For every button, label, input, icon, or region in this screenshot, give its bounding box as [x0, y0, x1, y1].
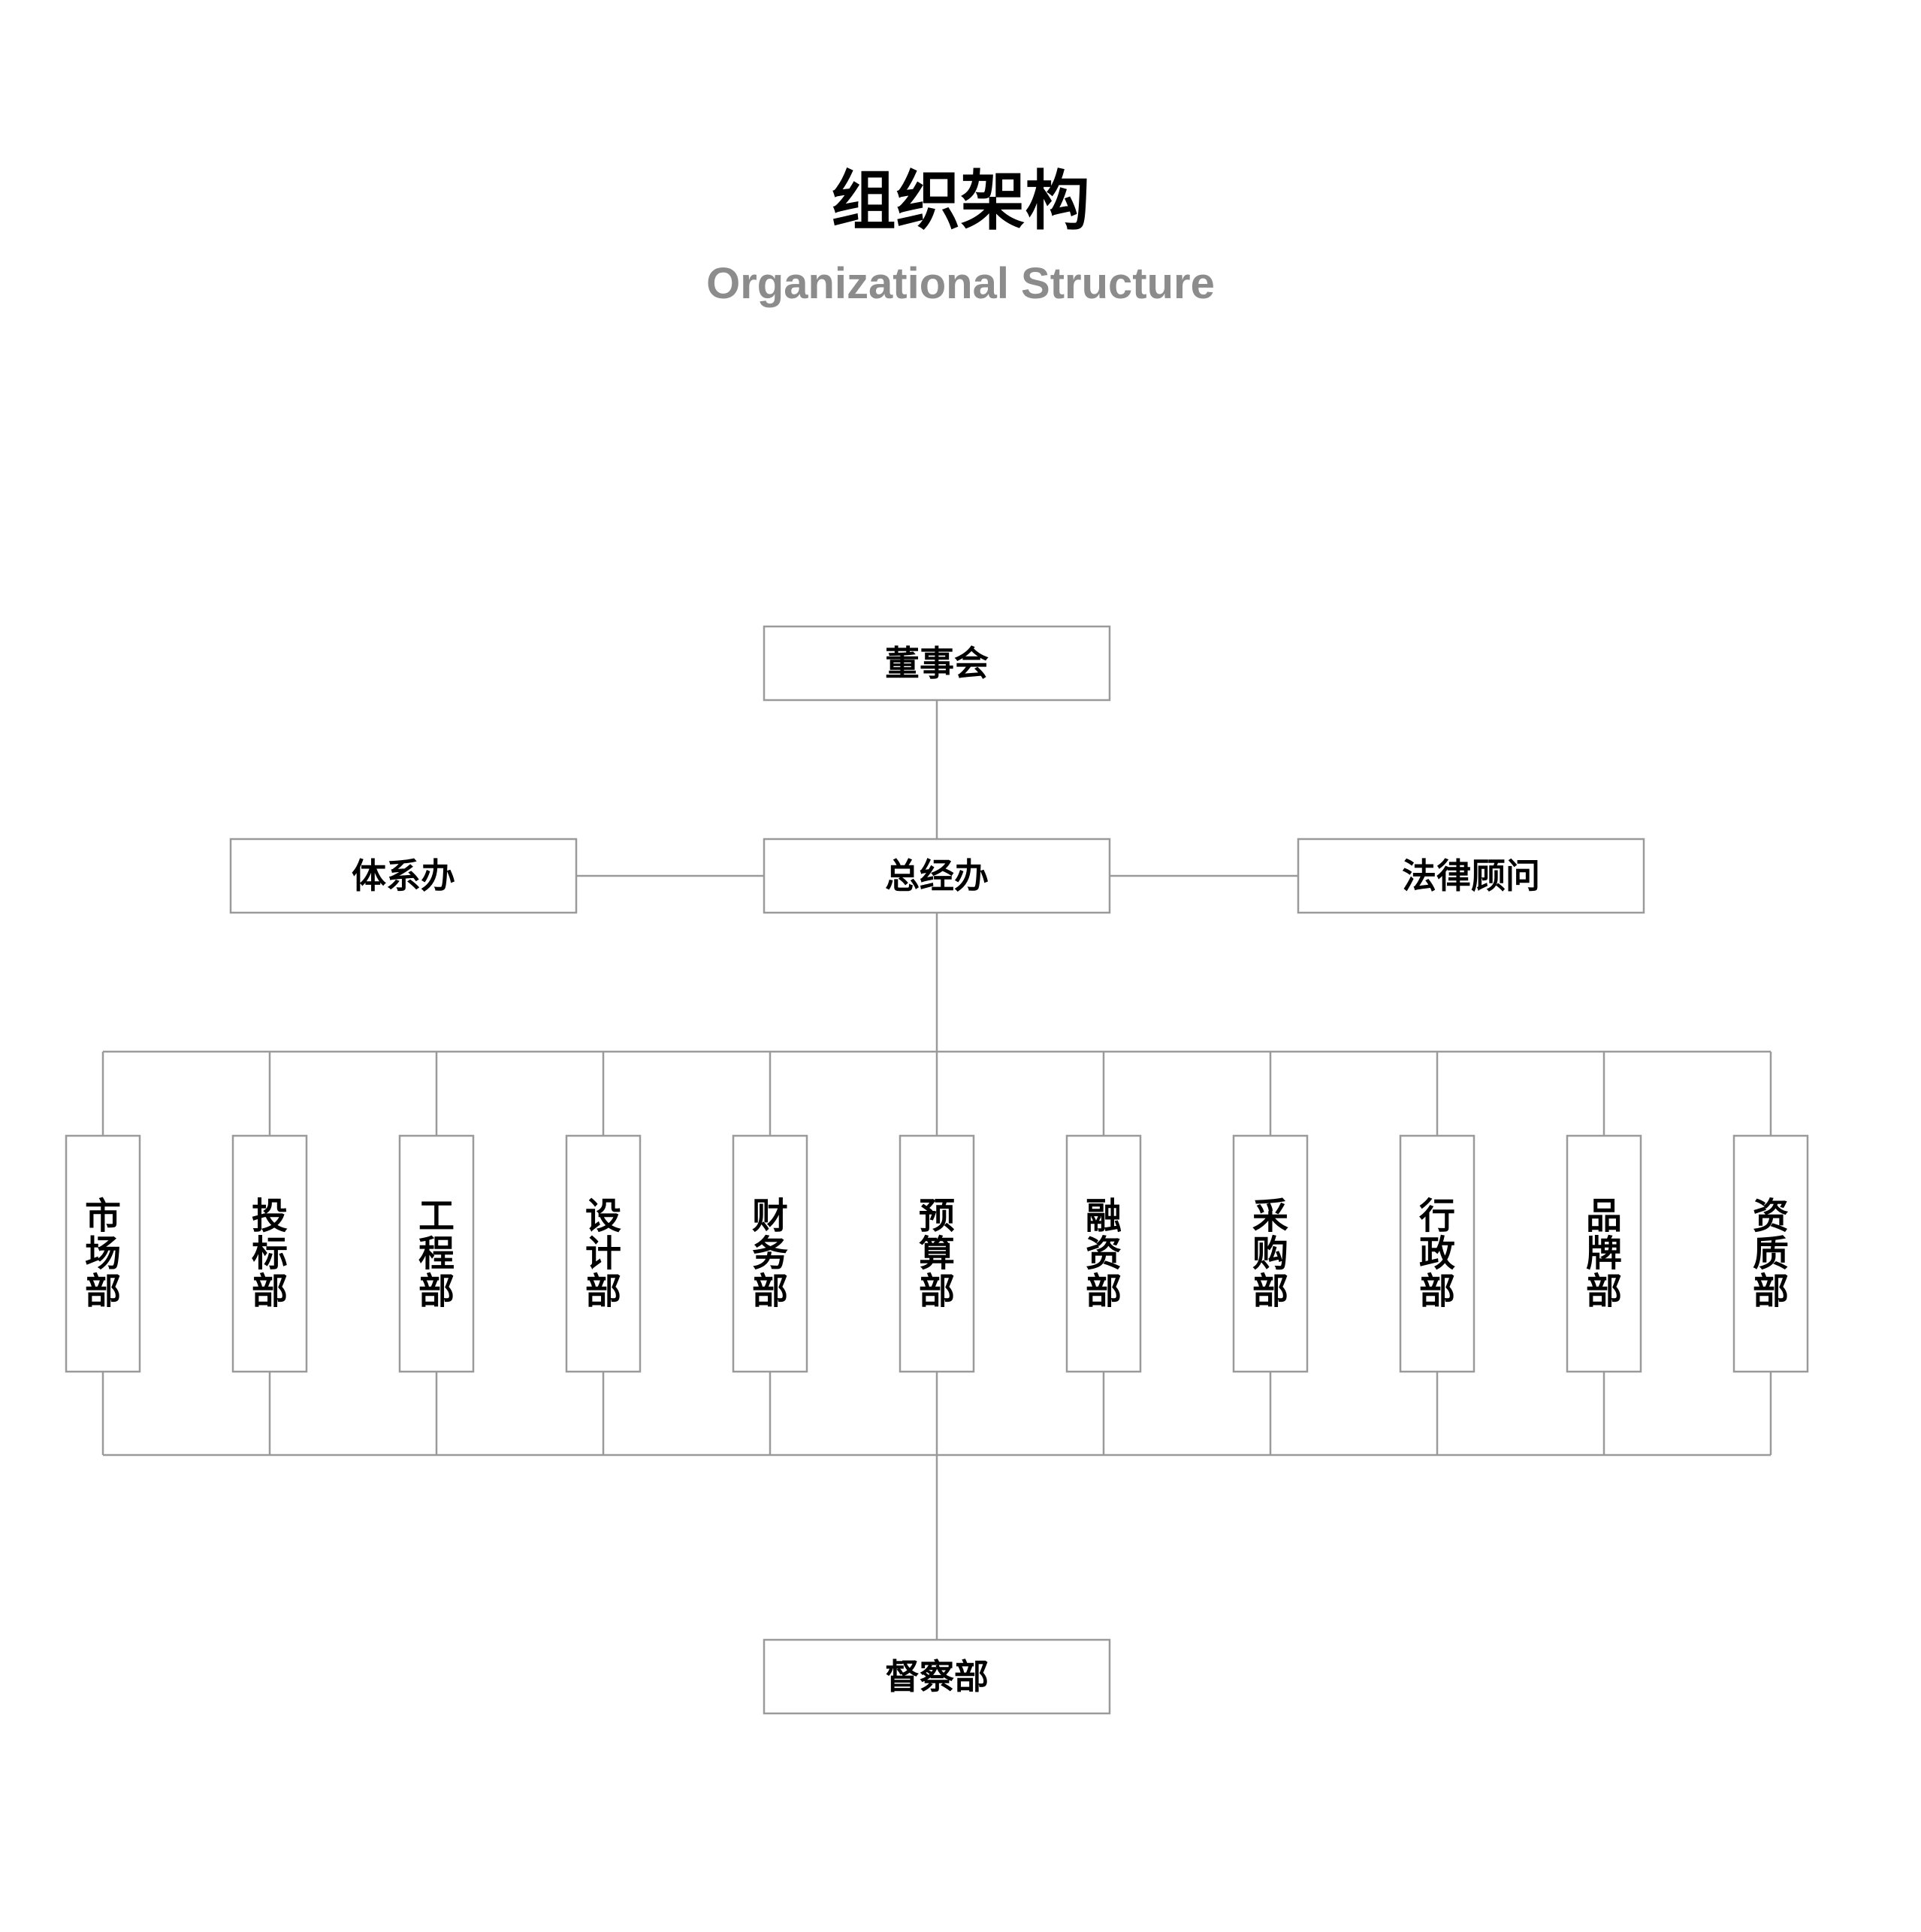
node-board: 董事会	[763, 625, 1111, 702]
node-dept-box	[65, 1134, 141, 1373]
node-dept-box	[899, 1134, 975, 1373]
node-dept: 设计部	[565, 1134, 642, 1373]
node-dept-box	[565, 1134, 642, 1373]
node-dept-label-char: 市	[85, 1195, 121, 1237]
node-dept-label-char: 部	[85, 1270, 121, 1312]
node-dept-box	[1566, 1134, 1642, 1373]
node-dept: 市场部	[65, 1134, 141, 1373]
node-dept-box	[732, 1134, 808, 1373]
diagram-title: 组织架构	[831, 164, 1090, 239]
node-dept-label-char: 购	[1252, 1233, 1288, 1275]
node-dept: 财务部	[732, 1134, 808, 1373]
node-right-staff-label: 法律顾问	[1402, 856, 1540, 896]
node-dept-box	[1732, 1134, 1809, 1373]
node-dept-box	[231, 1134, 308, 1373]
node-board-box	[763, 625, 1111, 702]
node-dept-label-char: 投	[252, 1195, 288, 1237]
node-dept-label-char: 牌	[1586, 1233, 1622, 1275]
node-dept-label-char: 部	[1252, 1270, 1288, 1312]
node-dept-label-char: 财	[752, 1195, 788, 1237]
node-dept-label-char: 算	[919, 1233, 955, 1275]
node-dept-label-char: 政	[1419, 1233, 1455, 1275]
node-dept-label-char: 标	[252, 1233, 288, 1275]
node-office-label: 总经办	[885, 856, 989, 896]
node-dept-box	[1399, 1134, 1475, 1373]
node-dept-label-char: 部	[919, 1270, 955, 1312]
node-office: 总经办	[763, 838, 1111, 914]
node-dept: 预算部	[899, 1134, 975, 1373]
node-right-staff-box	[1297, 838, 1645, 914]
node-dept: 融资部	[1065, 1134, 1142, 1373]
node-dept-label-char: 采	[1252, 1195, 1288, 1237]
diagram-subtitle: Organizational Structure	[706, 259, 1215, 308]
node-dept-label-char: 务	[752, 1233, 788, 1275]
node-dept-label-char: 预	[919, 1195, 955, 1237]
node-dept: 投标部	[231, 1134, 308, 1373]
node-dept-label-char: 部	[752, 1270, 788, 1312]
node-dept-label-char: 部	[1419, 1270, 1455, 1312]
node-dept: 工程部	[398, 1134, 475, 1373]
node-dept-label-char: 部	[418, 1270, 455, 1312]
node-dept: 采购部	[1232, 1134, 1309, 1373]
node-dept-label-char: 质	[1753, 1233, 1789, 1275]
node-dept-label-char: 工	[418, 1195, 455, 1237]
node-dept-label-char: 部	[585, 1270, 621, 1312]
node-dept-label-char: 资	[1086, 1233, 1122, 1275]
node-dept: 品牌部	[1566, 1134, 1642, 1373]
node-dept-label-char: 部	[252, 1270, 288, 1312]
node-dept-label-char: 部	[1586, 1270, 1622, 1312]
node-dept-box	[398, 1134, 475, 1373]
node-supervision-box	[763, 1638, 1111, 1715]
node-office-box	[763, 838, 1111, 914]
node-supervision-label: 督察部	[885, 1656, 989, 1697]
node-dept: 行政部	[1399, 1134, 1475, 1373]
node-supervision: 督察部	[763, 1638, 1111, 1715]
node-dept-box	[1065, 1134, 1142, 1373]
node-dept: 资质部	[1732, 1134, 1809, 1373]
org-nodes: 董事会总经办体系办法律顾问市场部投标部工程部设计部财务部预算部融资部采购部行政部…	[65, 625, 1809, 1715]
node-dept-label-char: 设	[585, 1195, 621, 1237]
node-dept-label-char: 部	[1753, 1270, 1789, 1312]
node-dept-label-char: 融	[1086, 1195, 1122, 1237]
node-left-staff-box	[229, 838, 578, 914]
node-left-staff-label: 体系办	[352, 856, 455, 896]
node-right-staff: 法律顾问	[1297, 838, 1645, 914]
node-dept-label-char: 资	[1753, 1195, 1789, 1237]
connector-lines	[101, 700, 1772, 1640]
node-dept-box	[1232, 1134, 1309, 1373]
node-dept-label-char: 场	[85, 1233, 121, 1275]
node-dept-label-char: 部	[1086, 1270, 1122, 1312]
node-dept-label-char: 行	[1419, 1195, 1455, 1237]
node-dept-label-char: 程	[418, 1233, 455, 1275]
node-board-label: 董事会	[885, 643, 989, 684]
node-dept-label-char: 品	[1586, 1195, 1622, 1237]
node-left-staff: 体系办	[229, 838, 578, 914]
node-dept-label-char: 计	[585, 1233, 621, 1275]
